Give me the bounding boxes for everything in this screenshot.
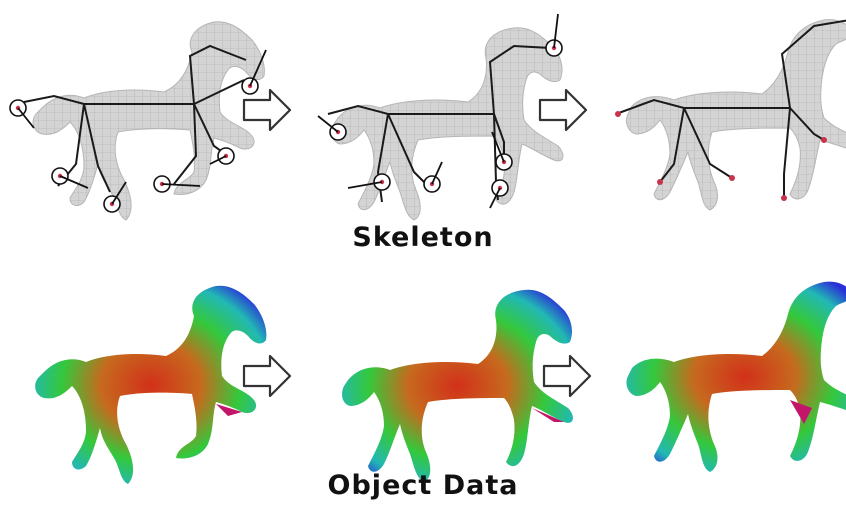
skeleton-frame-2 (318, 14, 563, 220)
object-frame-2 (342, 290, 573, 482)
object-frame-3 (626, 282, 846, 472)
object-frame-1 (35, 286, 266, 484)
right-arrow-icon (540, 90, 586, 130)
object-data-caption: Object Data (0, 470, 846, 501)
right-arrow-icon (244, 356, 290, 396)
skeleton-caption: Skeleton (0, 222, 846, 253)
skeleton-frame-1 (10, 22, 266, 220)
skeleton-frame-3 (615, 20, 846, 210)
right-arrow-icon (244, 90, 290, 130)
skeleton-row (10, 14, 846, 220)
right-arrow-icon (544, 356, 590, 396)
object-data-row (35, 282, 846, 484)
